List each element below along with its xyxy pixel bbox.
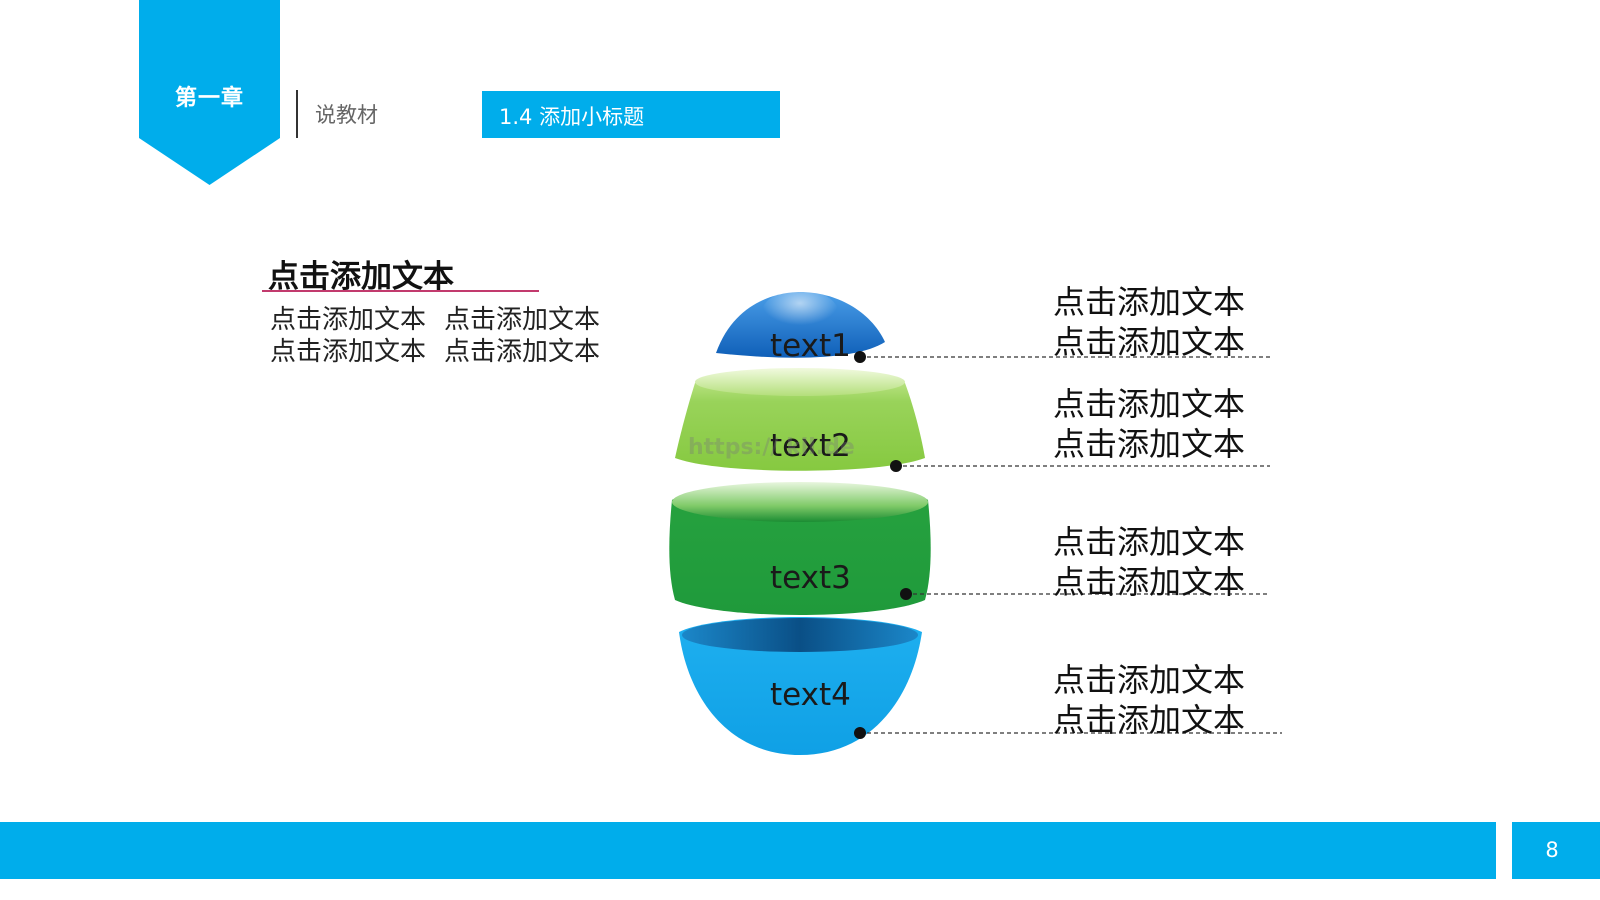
callout-3: 点击添加文本 点击添加文本 [1053,522,1245,602]
text-block-cell: 点击添加文本 [444,337,601,367]
text-block-cell: 点击添加文本 [270,337,427,367]
text-block-cell: 点击添加文本 [444,305,601,335]
callout-2: 点击添加文本 点击添加文本 [1053,384,1245,464]
slice-3-label: text3 [770,560,851,596]
callout-4: 点击添加文本 点击添加文本 [1053,660,1245,740]
subtitle-text: 1.4 添加小标题 [499,105,645,129]
slice-4-shape [679,617,922,755]
slice-4-top [682,618,918,652]
text-block-line: 点击添加文本点击添加文本 [270,304,600,336]
chapter-tab-shape [139,0,280,185]
leader-dot-4 [854,727,866,739]
callout-line: 点击添加文本 [1053,701,1246,739]
leader-dot-2 [890,460,902,472]
callout-line: 点击添加文本 [1053,323,1246,361]
callout-line: 点击添加文本 [1053,385,1246,423]
text-block-line: 点击添加文本点击添加文本 [270,336,600,368]
chapter-label: 第一章 [174,86,244,111]
callout-line: 点击添加文本 [1053,283,1246,321]
callout-line: 点击添加文本 [1053,661,1246,699]
slice-3-top [672,482,928,522]
section-name: 说教材 [315,103,378,127]
leader-dot-1 [854,351,866,363]
subtitle-box: 1.4 添加小标题 [482,91,780,138]
callout-line: 点击添加文本 [1053,523,1246,561]
header-divider [296,90,298,138]
slice-1-highlight [762,290,838,334]
slice-1-label: text1 [770,328,851,364]
text-block-underline [262,290,539,292]
slice-4-label: text4 [770,677,851,713]
callout-1: 点击添加文本 点击添加文本 [1053,282,1245,362]
text-block-body: 点击添加文本点击添加文本 点击添加文本点击添加文本 [270,304,600,368]
page-number-box: 8 [1512,822,1600,879]
slice-2-label: text2 [770,428,851,464]
chapter-tab: 第一章 [139,0,280,185]
page-number: 8 [1545,838,1559,862]
footer-bar [0,822,1496,879]
watermark: https:// kll.de [688,435,855,460]
callout-line: 点击添加文本 [1053,425,1246,463]
text-block-cell: 点击添加文本 [270,305,427,335]
slice-2-top [695,368,905,396]
text-block-heading: 点击添加文本 [268,259,454,295]
slice-2-shape [675,371,925,471]
callout-line: 点击添加文本 [1053,563,1246,601]
leader-dot-3 [900,588,912,600]
